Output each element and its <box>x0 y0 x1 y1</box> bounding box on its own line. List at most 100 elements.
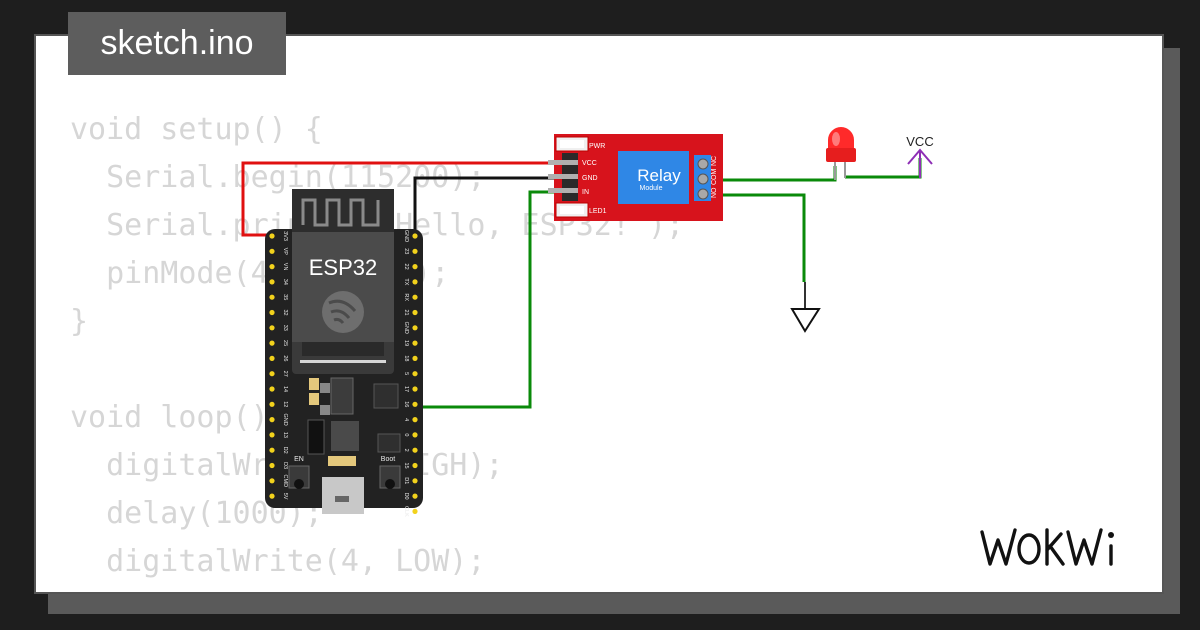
esp32-pin-label: VN <box>282 263 288 271</box>
esp32-pin-left[interactable] <box>269 355 275 361</box>
wire-vcc-led[interactable] <box>845 158 922 179</box>
esp32-pin-label: 2 <box>403 449 409 452</box>
esp32-pin-right[interactable] <box>412 401 418 407</box>
esp32-pin-label: 23 <box>403 248 409 254</box>
esp32-pin-label: D1 <box>403 477 409 484</box>
esp32-pin-right[interactable] <box>412 325 418 331</box>
usb-port-icon <box>322 477 364 514</box>
esp32-pin-right[interactable] <box>412 248 418 254</box>
esp32-pin-left[interactable] <box>269 294 275 300</box>
esp32-pin-label: D0 <box>403 493 409 500</box>
esp32-pin-label: CMD <box>282 475 288 488</box>
relay-terminal-nc[interactable] <box>697 158 709 170</box>
esp32-pin-label: D2 <box>282 447 288 454</box>
relay-pin-gnd[interactable] <box>548 174 578 179</box>
relay-pin-label: VCC <box>582 160 597 167</box>
esp32-pin-left[interactable] <box>269 371 275 377</box>
esp32-pin-left[interactable] <box>269 447 275 453</box>
relay-pwr-label: PWR <box>589 143 605 150</box>
en-button[interactable] <box>288 465 310 489</box>
esp32-pin-label: 3V3 <box>282 231 288 241</box>
esp32-pin-left[interactable] <box>269 401 275 407</box>
esp32-label: ESP32 <box>309 255 378 280</box>
esp32-pin-label: 34 <box>282 279 288 285</box>
relay-terminal-no[interactable] <box>697 188 709 200</box>
esp32-pin-left[interactable] <box>269 386 275 392</box>
esp32-pin-right[interactable] <box>412 417 418 423</box>
esp32-pin-label: 17 <box>403 386 409 392</box>
led-component[interactable] <box>826 127 856 180</box>
esp32-pin-label: 0 <box>403 433 409 436</box>
esp32-pin-label: 5V <box>282 493 288 500</box>
esp32-pin-label: GND <box>282 413 288 425</box>
relay-pin-in[interactable] <box>548 188 578 193</box>
esp32-pin-label: 21 <box>403 309 409 315</box>
boot-button[interactable] <box>379 465 401 489</box>
esp32-pin-label: 12 <box>282 401 288 407</box>
esp32-pin-right[interactable] <box>412 355 418 361</box>
esp32-board[interactable]: 3V3VPVN343532332526271412GND13D2D3CMD5V … <box>265 189 423 517</box>
esp32-pin-label: 15 <box>403 462 409 468</box>
relay-output-label: COM <box>711 169 718 186</box>
file-tab[interactable]: sketch.ino <box>68 12 286 75</box>
relay-title: Relay <box>637 166 681 185</box>
esp32-pin-label: 33 <box>282 325 288 331</box>
wire-ground-symbol[interactable] <box>703 193 806 282</box>
esp32-pin-right[interactable] <box>412 233 418 239</box>
esp32-pin-left[interactable] <box>269 462 275 469</box>
relay-output-label: NO <box>711 187 718 198</box>
esp32-pin-right[interactable] <box>412 386 418 392</box>
relay-module[interactable]: PWR LED1 VCC GND IN Relay Module NO COM … <box>548 134 723 221</box>
esp32-pin-right[interactable] <box>412 264 418 270</box>
wire-gnd[interactable] <box>413 176 555 238</box>
relay-led-label: LED1 <box>589 208 607 215</box>
wire-vcc[interactable] <box>241 161 555 237</box>
esp32-pin-right[interactable] <box>412 294 418 300</box>
esp32-pin-label: 25 <box>282 340 288 346</box>
esp32-pin-right[interactable] <box>412 447 418 453</box>
relay-pin-label: IN <box>582 189 589 196</box>
antenna-icon <box>301 198 380 227</box>
esp32-pin-right[interactable] <box>412 432 418 438</box>
esp32-pin-left[interactable] <box>269 264 275 270</box>
esp32-pin-left[interactable] <box>269 432 275 438</box>
esp32-pin-label: GND <box>403 322 409 334</box>
esp32-pin-label: 19 <box>403 340 409 346</box>
esp32-pin-label: D3 <box>282 462 288 469</box>
preview-card: void setup() { Serial.begin(115200); Ser… <box>34 34 1164 594</box>
esp32-pin-left[interactable] <box>269 417 275 423</box>
esp32-pin-label: 18 <box>403 355 409 361</box>
esp32-pin-left[interactable] <box>269 309 275 316</box>
esp32-pin-right[interactable] <box>412 279 418 285</box>
esp32-pin-left[interactable] <box>269 478 275 484</box>
esp32-pin-left[interactable] <box>269 340 275 346</box>
esp32-pin-left[interactable] <box>269 233 275 239</box>
esp32-pin-right[interactable] <box>412 462 418 469</box>
esp32-left-pins <box>269 233 275 499</box>
code-line: void setup() { <box>70 112 323 147</box>
esp32-pin-right[interactable] <box>412 371 418 377</box>
esp32-pin-right[interactable] <box>412 493 418 499</box>
wire-signal[interactable] <box>414 190 555 409</box>
esp32-pin-left[interactable] <box>269 493 275 499</box>
esp32-pin-right[interactable] <box>412 478 418 484</box>
boot-label: Boot <box>381 456 395 463</box>
esp32-pin-right[interactable] <box>412 340 418 346</box>
relay-pin-vcc[interactable] <box>548 160 578 165</box>
relay-terminal-com[interactable] <box>697 173 709 185</box>
esp32-pin-label: 32 <box>282 309 288 315</box>
esp32-pin-right[interactable] <box>412 309 418 316</box>
esp32-pin-label: 13 <box>282 432 288 438</box>
esp32-pin-label: 22 <box>403 264 409 270</box>
esp32-pin-left[interactable] <box>269 325 275 331</box>
led-bulb-icon <box>828 127 854 150</box>
esp32-pin-left[interactable] <box>269 248 275 254</box>
esp32-pin-left[interactable] <box>269 279 275 285</box>
esp32-right-pins <box>412 233 418 514</box>
esp32-pin-label: TX <box>403 278 409 285</box>
relay-subtitle: Module <box>640 185 663 192</box>
esp32-pin-right[interactable] <box>412 508 418 514</box>
code-line: digitalWrite(4, LOW); <box>70 544 486 579</box>
